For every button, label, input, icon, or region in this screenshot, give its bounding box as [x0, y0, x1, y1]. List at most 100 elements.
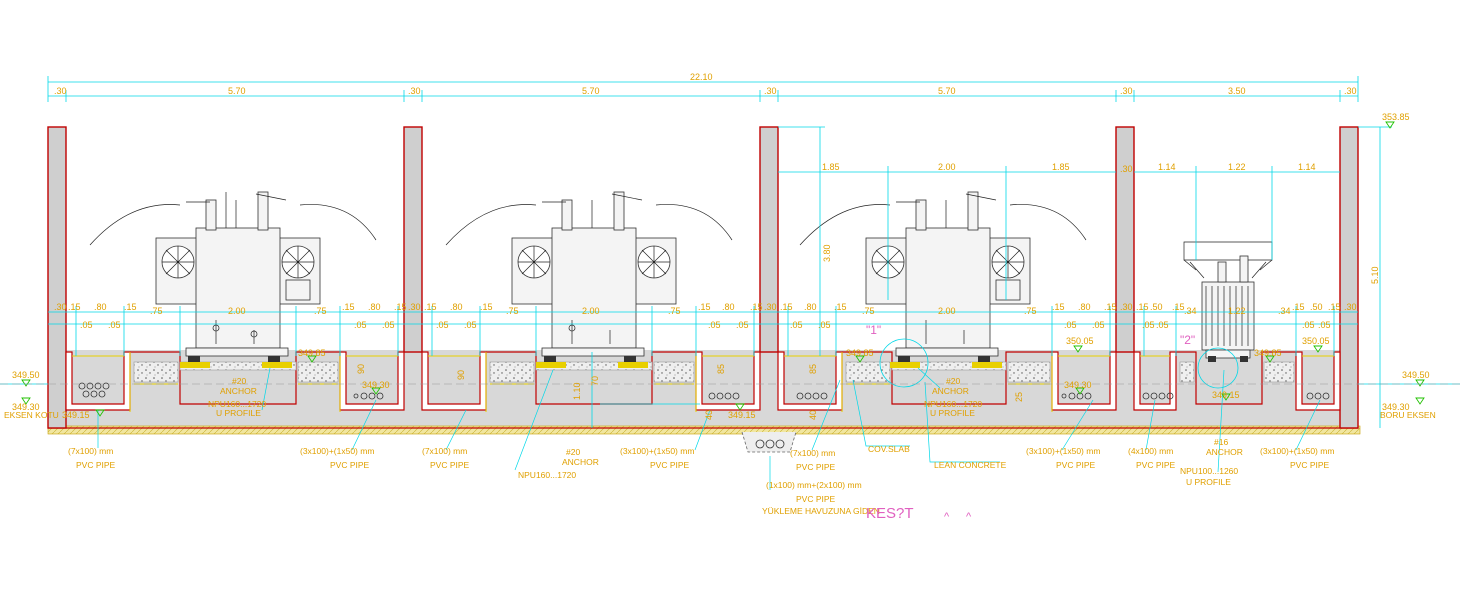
dim-vert-40a: 40 — [704, 410, 714, 420]
dim-small: .05 — [1318, 320, 1331, 330]
dim-small: .05 — [736, 320, 749, 330]
dim-vert-110: 1.10 — [572, 382, 582, 400]
dim-small: .80 — [1078, 302, 1091, 312]
section-arrow-right: ^ — [966, 511, 972, 523]
vertical-dimension-texts: 3.80 5.10 90 90 70 1.10 85 85 40 40 25 — [356, 244, 1380, 420]
anchor-label-4: ANCHOR — [1206, 447, 1243, 457]
dim-wall-5: .30 — [1344, 86, 1357, 96]
dim-small: .15 — [1172, 302, 1185, 312]
axis-label-left: EKSEN KOTU — [4, 410, 59, 420]
dim-small: .05 — [354, 320, 367, 330]
axis-label-right: BORU EKSEN — [1380, 410, 1436, 420]
elev-e6: 349.30 — [1064, 380, 1092, 390]
dim-small: .80 — [368, 302, 381, 312]
cov-slab-label: COV.SLAB — [868, 444, 910, 454]
dim-small: .05 — [436, 320, 449, 330]
dim-small: .34 — [1278, 306, 1291, 316]
dim-small: .05 — [1092, 320, 1105, 330]
anchor-label-3: ANCHOR — [932, 386, 969, 396]
pvc-pipe-7: PVC PIPE — [1136, 460, 1176, 470]
pvc-pipe-2: PVC PIPE — [330, 460, 370, 470]
wall-4 — [1115, 126, 1135, 353]
elev-e5: 350.05 — [1066, 336, 1094, 346]
dim-small: .15 — [1328, 302, 1341, 312]
npu-label-4: NPU100...1260 — [1180, 466, 1238, 476]
pipe-spec-loading: (1x100) mm+(2x100) mm — [766, 480, 862, 490]
pvc-pipe-4: PVC PIPE — [650, 460, 690, 470]
dim-vert-40b: 40 — [808, 410, 818, 420]
elev-left-upper: 349.50 — [12, 370, 40, 380]
dim-vert-85b: 85 — [808, 364, 818, 374]
elev-e2: 349.30 — [362, 380, 390, 390]
loading-pool-label: YÜKLEME HAVUZUNA GİDEN — [762, 506, 880, 516]
anchor-label-2: ANCHOR — [562, 457, 599, 467]
dim-wall-1: .30 — [54, 86, 67, 96]
dim-b3-mid: 2.00 — [938, 162, 956, 172]
elev-right-lower: 349.30 — [1382, 402, 1410, 412]
wall-5 — [1339, 126, 1359, 429]
dim-wall-3: .30 — [764, 86, 777, 96]
dimension-texts: 22.10 .30 5.70 .30 5.70 .30 5.70 .30 3.5… — [54, 72, 1357, 330]
dim-small: .05 — [1302, 320, 1315, 330]
section-arrow-left: ^ — [944, 511, 950, 523]
dim-small: .05 — [80, 320, 93, 330]
dim-small: .75 — [314, 306, 327, 316]
dim-small: .15 — [780, 302, 793, 312]
pipe-spec-8: (3x100)+(1x50) mm — [1260, 446, 1334, 456]
dim-small: .15 — [124, 302, 137, 312]
dim-small: .15 — [698, 302, 711, 312]
pipe-spec-2: (3x100)+(1x50) mm — [300, 446, 374, 456]
pvc-pipe-bundles — [78, 382, 1330, 400]
dim-small: .05 — [464, 320, 477, 330]
dim-b3-right: 1.85 — [1052, 162, 1070, 172]
elev-e8: 350.05 — [1302, 336, 1330, 346]
dim-small: .80 — [722, 302, 735, 312]
dim-small: .15 — [834, 302, 847, 312]
elev-e7: 349.85 — [1254, 348, 1282, 358]
dim-small: .15 — [68, 302, 81, 312]
elev-left-lower: 349.30 — [12, 402, 40, 412]
dim-wall-4: .30 — [1120, 86, 1133, 96]
dim-small: 2.00 — [228, 306, 246, 316]
dim-small: .50 — [1310, 302, 1323, 312]
elev-e3: 349.15 — [728, 410, 756, 420]
pvc-pipe-8: PVC PIPE — [1290, 460, 1330, 470]
transformer-2 — [445, 191, 733, 368]
dim-vert-90b: 90 — [456, 370, 466, 380]
anchor-size-2: #20 — [566, 447, 580, 457]
transformer-4 — [1183, 241, 1273, 362]
dim-b4-left: 1.14 — [1158, 162, 1176, 172]
pvc-pipe-loading: PVC PIPE — [796, 494, 836, 504]
dim-wall-2: .30 — [408, 86, 421, 96]
lean-concrete-label: LEAN CONCRETE — [934, 460, 1007, 470]
uprofile-label-1: U PROFILE — [216, 408, 261, 418]
pipe-spec-5: (7x100) mm — [790, 448, 835, 458]
dim-vert-510: 5.10 — [1370, 266, 1380, 284]
dim-small: .30 — [1120, 164, 1133, 174]
npu-label-1: NPU160...1720 — [208, 399, 266, 409]
dim-small: .05 — [790, 320, 803, 330]
overall-dimension: 22.10 — [690, 72, 713, 82]
dim-small: .15 — [1136, 302, 1149, 312]
pipe-spec-7: (4x100) mm — [1128, 446, 1173, 456]
elevation-markers — [21, 121, 1425, 417]
dim-vert-380: 3.80 — [822, 244, 832, 262]
dim-b4-mid: 1.22 — [1228, 162, 1246, 172]
trench — [1133, 351, 1177, 411]
npu-label-2: NPU160...1720 — [518, 470, 576, 480]
wall-1 — [47, 126, 67, 429]
dim-vert-90a: 90 — [356, 364, 366, 374]
pvc-pipe-6: PVC PIPE — [1056, 460, 1096, 470]
transformer-3 — [799, 191, 1087, 368]
dimension-lines — [0, 76, 1460, 490]
dim-small: 2.00 — [938, 306, 956, 316]
uprofile-label-3: U PROFILE — [930, 408, 975, 418]
uprofile-label-4: U PROFILE — [1186, 477, 1231, 487]
pipe-spec-3: (7x100) mm — [422, 446, 467, 456]
dim-small: .05 — [382, 320, 395, 330]
dim-vert-25: 25 — [1014, 392, 1024, 402]
elev-axis-left: 349.15 — [62, 410, 90, 420]
elev-right-upper: 349.50 — [1402, 370, 1430, 380]
dim-b3-left: 1.85 — [822, 162, 840, 172]
pvc-pipe-5: PVC PIPE — [796, 462, 836, 472]
